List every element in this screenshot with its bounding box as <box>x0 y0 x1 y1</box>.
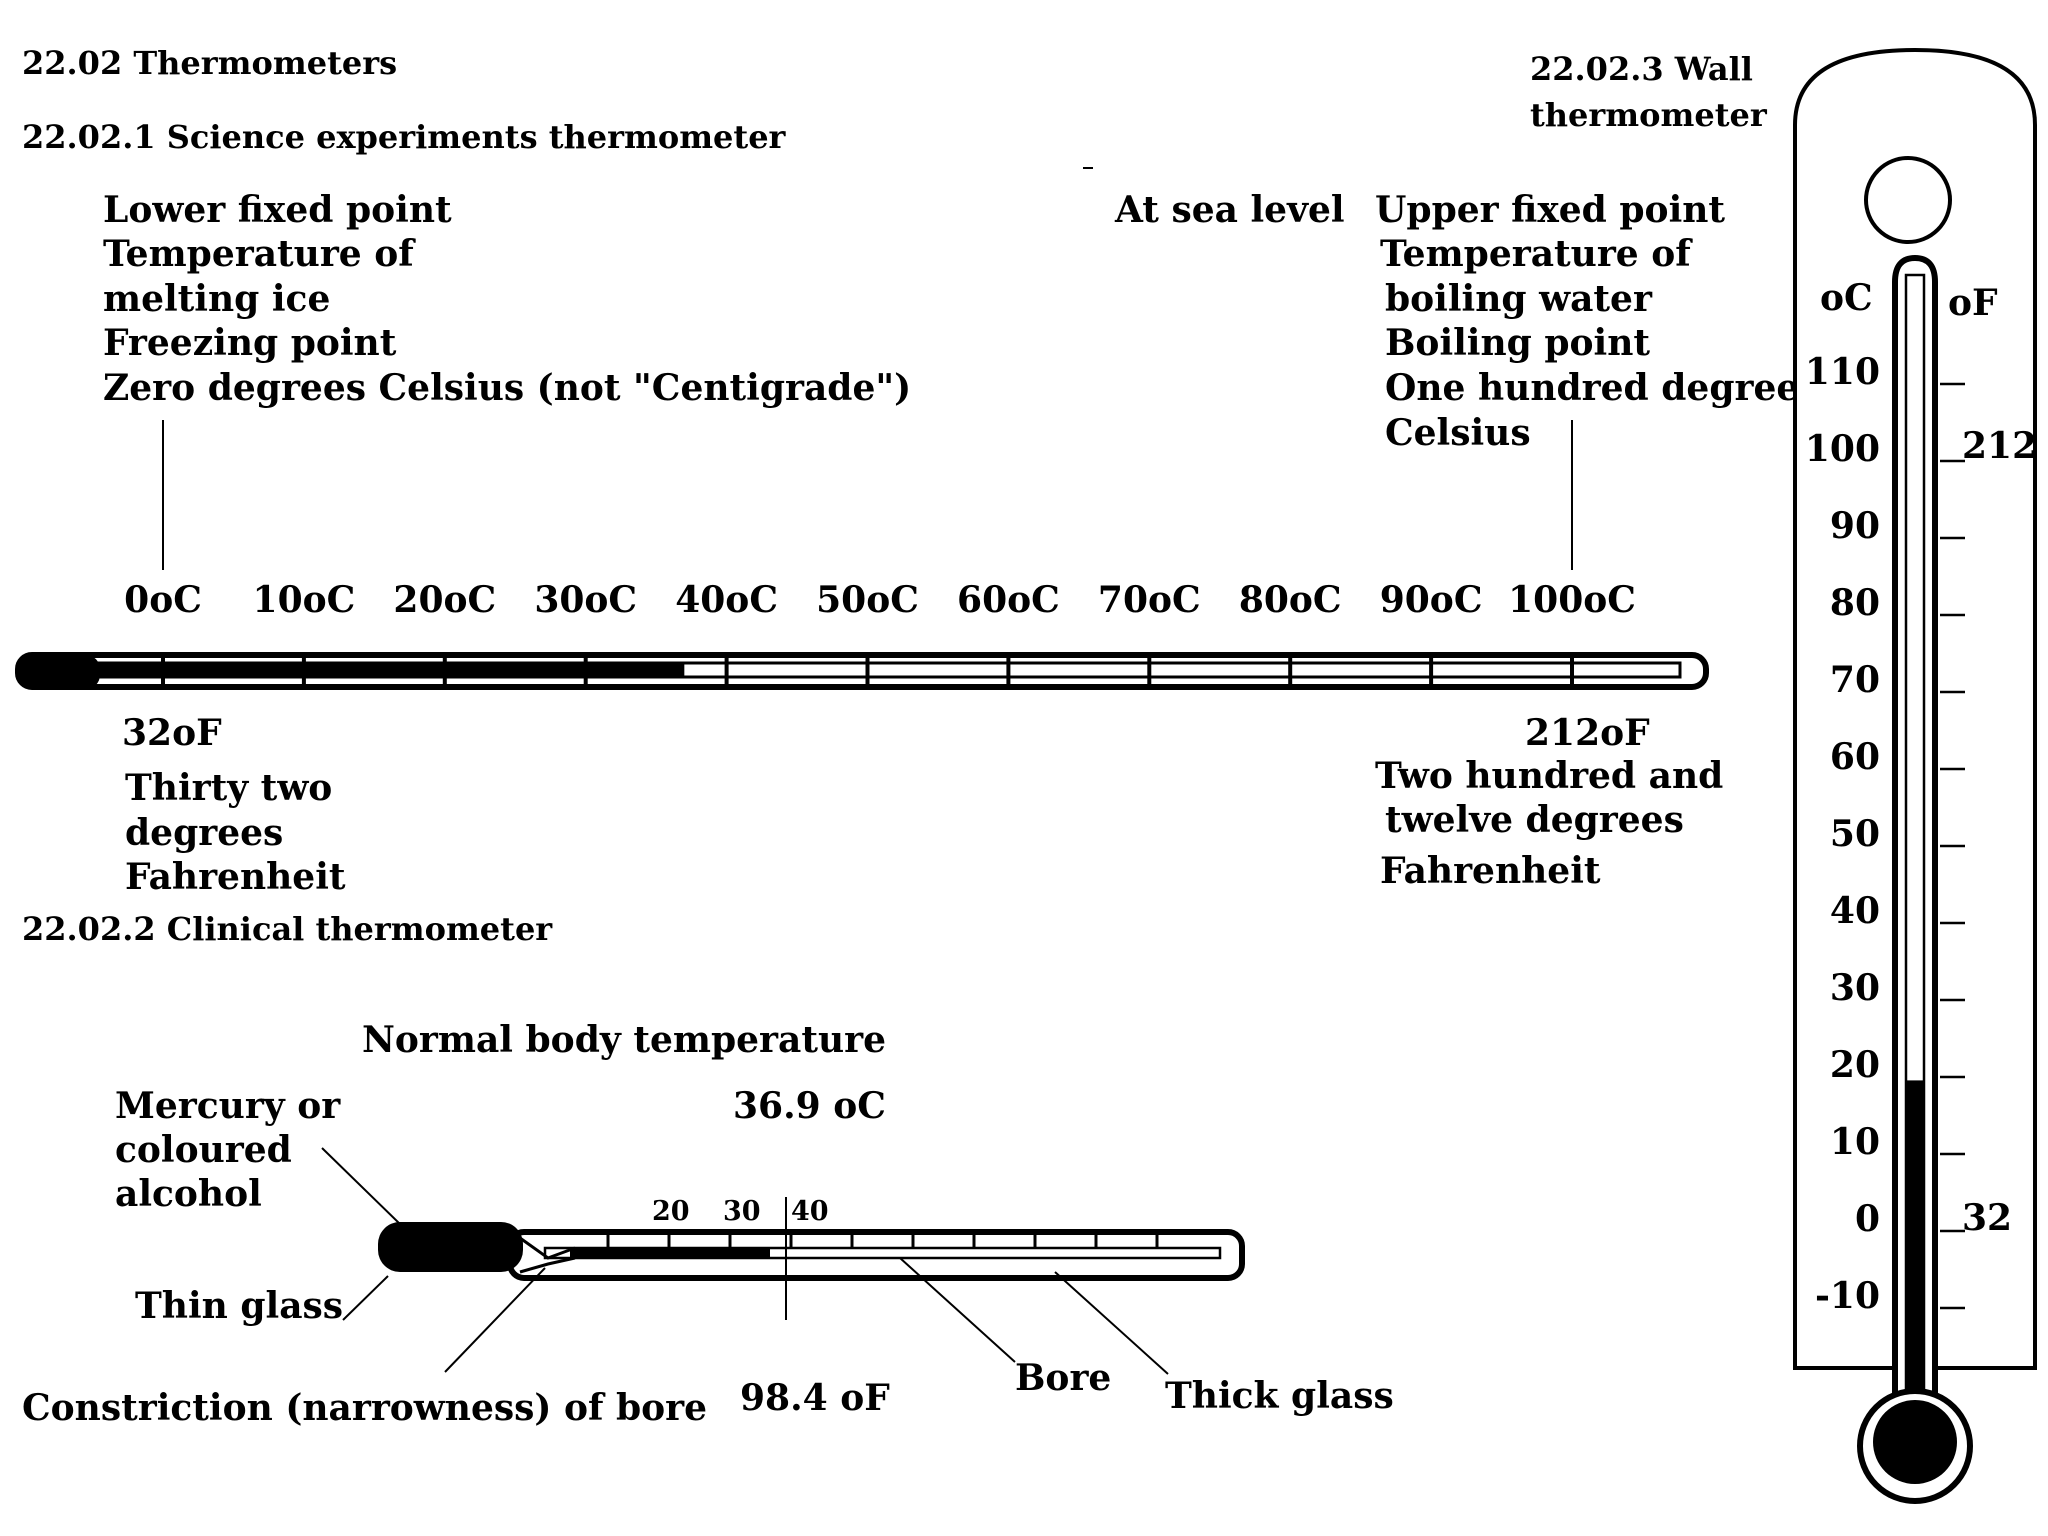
main-heading: 22.02 Thermometers <box>22 44 397 82</box>
science-scale-labels: 0oC 10oC 20oC 30oC 40oC 50oC 60oC 70oC 80oC 90oC 1… <box>124 579 1636 621</box>
science-tick-marks <box>161 652 1574 690</box>
clinical-bore <box>543 1246 1222 1260</box>
wall-c-unit: oC <box>1820 277 1873 319</box>
constriction-label: Constriction (narrowness) of bore <box>22 1387 707 1429</box>
wall-f-32: 32 <box>1962 1197 2012 1239</box>
sea-level-label: At sea level <box>1114 189 1345 231</box>
clinical-scale-40: 40 <box>791 1196 829 1227</box>
upper-fixed-line-5: One hundred degrees <box>1385 367 1820 409</box>
f-low-words-1: Thirty two <box>125 767 332 809</box>
bore-label: Bore <box>1015 1357 1111 1399</box>
thin-glass-leader <box>342 1275 389 1321</box>
wall-c-label: 30 <box>1830 967 1880 1009</box>
clinical-heading: 22.02.2 Clinical thermometer <box>22 910 553 948</box>
normal-body-label: Normal body temperature <box>362 1019 886 1061</box>
clinical-liquid <box>570 1248 770 1258</box>
upper-fixed-line-2: Temperature of <box>1380 233 1693 275</box>
wall-c-label: 100 <box>1805 428 1880 470</box>
upper-fixed-line-6: Celsius <box>1385 412 1531 454</box>
science-scale-label-100: 100oC <box>1508 579 1636 621</box>
science-scale-label-60: 60oC <box>957 579 1060 621</box>
constriction-leader <box>444 1267 546 1373</box>
bore-leader <box>899 1257 1016 1363</box>
wall-c-label: 70 <box>1830 659 1880 701</box>
wall-c-label: 80 <box>1830 582 1880 624</box>
upper-fixed-line-3: boiling water <box>1385 278 1653 320</box>
clinical-tick-marks <box>606 1232 1159 1248</box>
lower-fixed-line-1: Lower fixed point <box>103 189 452 231</box>
mercury-leader <box>321 1147 403 1227</box>
wall-c-label: 90 <box>1830 505 1880 547</box>
upper-fixed-line-1: Upper fixed point <box>1375 189 1725 231</box>
wall-heading-line2: thermometer <box>1530 96 1768 134</box>
wall-c-label: 50 <box>1830 813 1880 855</box>
f-high-words-1: Two hundred and <box>1375 755 1723 797</box>
f-high-label: 212oF <box>1525 712 1650 754</box>
wall-f-212: 212 <box>1962 425 2037 467</box>
science-scale-label-40: 40oC <box>675 579 778 621</box>
science-liquid-column <box>90 663 685 677</box>
thick-glass-leader <box>1054 1271 1169 1375</box>
wall-f-unit: oF <box>1948 282 1998 324</box>
wall-liquid-column <box>1906 1080 1924 1410</box>
science-scale-label-10: 10oC <box>253 579 356 621</box>
f-low-words-3: Fahrenheit <box>125 856 346 898</box>
science-scale-label-20: 20oC <box>393 579 496 621</box>
wall-fahrenheit-ticks <box>1940 382 1965 1310</box>
mercury-line-2: coloured <box>115 1129 292 1171</box>
upper-fixed-line-4: Boiling point <box>1385 322 1650 364</box>
wall-c-label: 0 <box>1855 1198 1880 1240</box>
science-scale-label-30: 30oC <box>534 579 637 621</box>
science-lower-fixed-text: Lower fixed point Temperature of melting… <box>103 189 911 409</box>
mercury-line-1: Mercury or <box>115 1085 341 1127</box>
science-bulb <box>18 655 100 689</box>
clinical-constriction <box>519 1236 576 1274</box>
wall-bulb <box>1873 1400 1957 1484</box>
f-low-label: 32oF <box>122 712 222 754</box>
clinical-f-value: 98.4 oF <box>740 1377 890 1419</box>
thin-glass-label: Thin glass <box>135 1285 343 1327</box>
clinical-scale-30: 30 <box>723 1196 761 1227</box>
science-scale-label-50: 50oC <box>816 579 919 621</box>
wall-c-label: 60 <box>1830 736 1880 778</box>
wall-hanging-hole <box>1864 156 1952 244</box>
f-high-words-2: twelve degrees <box>1385 799 1684 841</box>
wall-heading-line1: 22.02.3 Wall <box>1530 50 1753 88</box>
science-scale-label-80: 80oC <box>1239 579 1342 621</box>
clinical-scale-20: 20 <box>652 1196 690 1227</box>
lower-fixed-line-5: Zero degrees Celsius (not "Centigrade") <box>103 367 911 409</box>
f-high-words-3: Fahrenheit <box>1380 850 1601 892</box>
wall-c-label: 10 <box>1830 1121 1880 1163</box>
science-scale-label-90: 90oC <box>1380 579 1483 621</box>
mercury-line-3: alcohol <box>115 1173 262 1215</box>
clinical-bulb <box>378 1222 523 1272</box>
mercury-label: Mercury or coloured alcohol <box>115 1085 341 1215</box>
science-scale-label-0: 0oC <box>124 579 202 621</box>
wall-c-label: 110 <box>1805 351 1880 393</box>
science-heading: 22.02.1 Science experiments thermometer <box>22 118 787 156</box>
wall-c-label: 20 <box>1830 1044 1880 1086</box>
lower-fixed-line-4: Freezing point <box>103 322 397 364</box>
thick-glass-label: Thick glass <box>1165 1375 1394 1417</box>
lower-fixed-line-2: Temperature of <box>103 233 416 275</box>
lower-fixed-line-3: melting ice <box>103 278 330 320</box>
science-scale-label-70: 70oC <box>1098 579 1201 621</box>
science-upper-fixed-text: Upper fixed point Temperature of boiling… <box>1375 189 1820 454</box>
wall-c-label: 40 <box>1830 890 1880 932</box>
f-low-words-2: degrees <box>125 812 283 854</box>
wall-c-label: -10 <box>1815 1275 1880 1317</box>
clinical-c-value: 36.9 oC <box>733 1085 886 1127</box>
